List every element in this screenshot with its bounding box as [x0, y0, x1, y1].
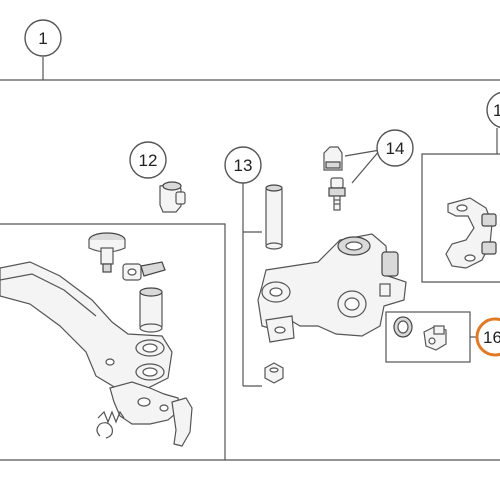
pivot-bolt [122, 261, 166, 281]
callout-14-label: 14 [386, 139, 405, 158]
callout-16-frame [385, 311, 476, 363]
callout-16-label: 16 [483, 328, 500, 347]
callout-15-frame [421, 128, 500, 283]
part-16-seal [393, 316, 413, 338]
callout-13: 13 [224, 146, 262, 184]
callout-15-border [421, 153, 500, 283]
assembly-frame [0, 57, 500, 461]
callout-15-label: 1 [493, 101, 500, 120]
sleeve [139, 287, 163, 333]
lever-arm [0, 261, 173, 389]
callout-14-leaders [344, 149, 381, 184]
callout-13-bracket [242, 183, 262, 387]
lever-group-border [0, 223, 226, 460]
part-12-plug [159, 181, 186, 213]
master-cylinder-housing [257, 233, 407, 343]
callout-12: 12 [129, 141, 167, 179]
callout-15: 1 [486, 91, 500, 129]
part-15-clamp [445, 197, 497, 269]
spring [97, 410, 125, 424]
callout-1-label: 1 [38, 29, 47, 48]
callout-14: 14 [376, 129, 414, 167]
part-16-fitting [423, 325, 447, 351]
callout-14-leader-a [344, 149, 381, 157]
callout-12-label: 12 [139, 151, 158, 170]
callout-14-leader-b [351, 149, 381, 184]
adjuster-knob [88, 232, 126, 273]
clip-ring [96, 422, 113, 439]
callout-1: 1 [24, 19, 62, 57]
part-13-pin [265, 184, 283, 250]
part-13-nut [264, 362, 284, 384]
part-14-screw [328, 177, 346, 211]
part-14-cap [323, 146, 343, 171]
lever-bracket [109, 381, 181, 425]
callout-16: 16 [475, 317, 500, 357]
lever-group-frame [0, 223, 226, 460]
lever-tab [171, 397, 193, 447]
callout-13-label: 13 [234, 156, 253, 175]
